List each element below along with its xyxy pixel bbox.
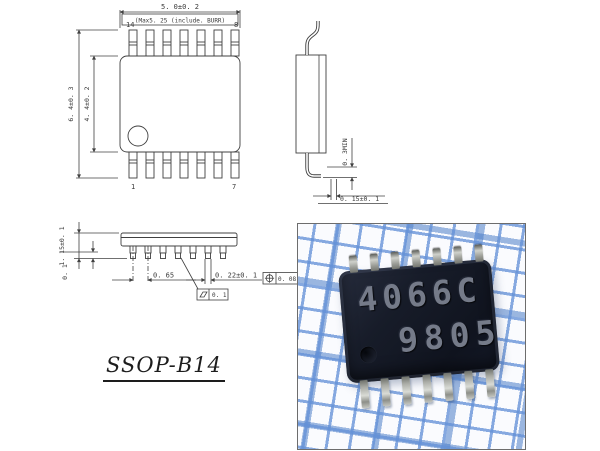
flatness-tolerance-frame	[196, 288, 229, 301]
chip-body: 4066C 9805	[338, 244, 503, 409]
flatness-icon	[199, 291, 208, 298]
chip-pin-top	[453, 246, 463, 264]
side-standoff-dim-text: 0. 3MIN	[341, 138, 349, 165]
front-view	[120, 232, 238, 259]
plan-view	[119, 29, 241, 179]
plan-body-height-text: 4. 4±0. 2	[83, 86, 91, 121]
chip-photo: 4066C 9805	[297, 223, 526, 450]
pin1-indent-dot	[359, 346, 377, 364]
side-view	[295, 21, 327, 178]
plan-top-pins	[128, 29, 240, 57]
chip-pin-top	[369, 253, 380, 272]
chip-marking-line2: 9805	[396, 312, 503, 360]
plan-width-dim-text: 5. 0±0. 2	[161, 3, 199, 11]
pin-label-7: 7	[232, 183, 236, 191]
chip-pin-top	[390, 251, 400, 270]
side-view-dimensions	[313, 138, 388, 204]
side-lead-thickness-dim-text: 0. 15±0. 1	[340, 195, 379, 203]
plan-width-dimension	[119, 10, 241, 28]
chip-pin-top	[348, 255, 359, 273]
chip-pin-top	[411, 249, 421, 268]
package-name-label: SSOP-B14	[103, 353, 225, 382]
front-view-dimensions	[60, 222, 262, 290]
plan-width-max-note: (Max5. 25 (include. BURR)	[135, 18, 225, 25]
plan-body	[119, 55, 241, 153]
chip-marking-line1: 4066C	[355, 269, 484, 320]
front-leads	[129, 245, 227, 259]
plan-bottom-pins	[128, 151, 240, 179]
front-lead-pitch-text: 0. 65	[153, 272, 174, 280]
chip-pin-top	[432, 247, 442, 266]
pin-label-1: 1	[131, 183, 135, 191]
position-tolerance-value: 0. 08	[278, 276, 296, 283]
pin1-marker-circle	[127, 125, 149, 147]
front-lead-width-text: 0. 22±0. 1	[215, 272, 257, 280]
front-standoff-text: 0. 1	[61, 264, 69, 280]
front-seated-height-text: 1. 15±0. 1	[58, 226, 66, 265]
plan-overall-height-text: 6. 4±0. 3	[67, 86, 75, 121]
plan-height-dimensions	[76, 29, 118, 179]
side-bottom-lead	[305, 153, 321, 178]
position-tolerance-icon	[264, 273, 275, 283]
chip-pin-top	[474, 244, 484, 262]
flatness-tolerance-value: 0. 1	[212, 292, 227, 299]
